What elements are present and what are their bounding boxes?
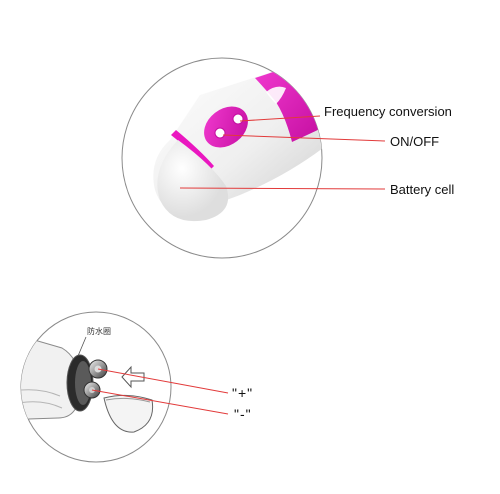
- label-frequency-conversion: Frequency conversion: [324, 104, 452, 119]
- label-waterproof-ring: 防水圈: [87, 327, 111, 336]
- leader-line-plus: [97, 368, 229, 394]
- label-minus-terminal: "-": [234, 406, 252, 422]
- leader-line-onoff: [222, 134, 386, 142]
- label-plus-terminal: "+": [232, 385, 254, 401]
- label-on-off: ON/OFF: [390, 134, 440, 149]
- battery-cap: [103, 394, 154, 433]
- leader-line-battery: [179, 187, 386, 190]
- device-tip: [157, 140, 229, 222]
- bottom-detail: [20, 311, 229, 463]
- label-battery-cell: Battery cell: [390, 182, 455, 197]
- leader-line-waterproof: [77, 336, 87, 357]
- device-body: [153, 58, 322, 222]
- top-detail: [121, 57, 386, 259]
- leader-line-frequency: [239, 115, 321, 122]
- leader-line-minus: [91, 389, 229, 415]
- power-button-icon: [214, 127, 226, 139]
- frequency-button-icon: [232, 113, 244, 125]
